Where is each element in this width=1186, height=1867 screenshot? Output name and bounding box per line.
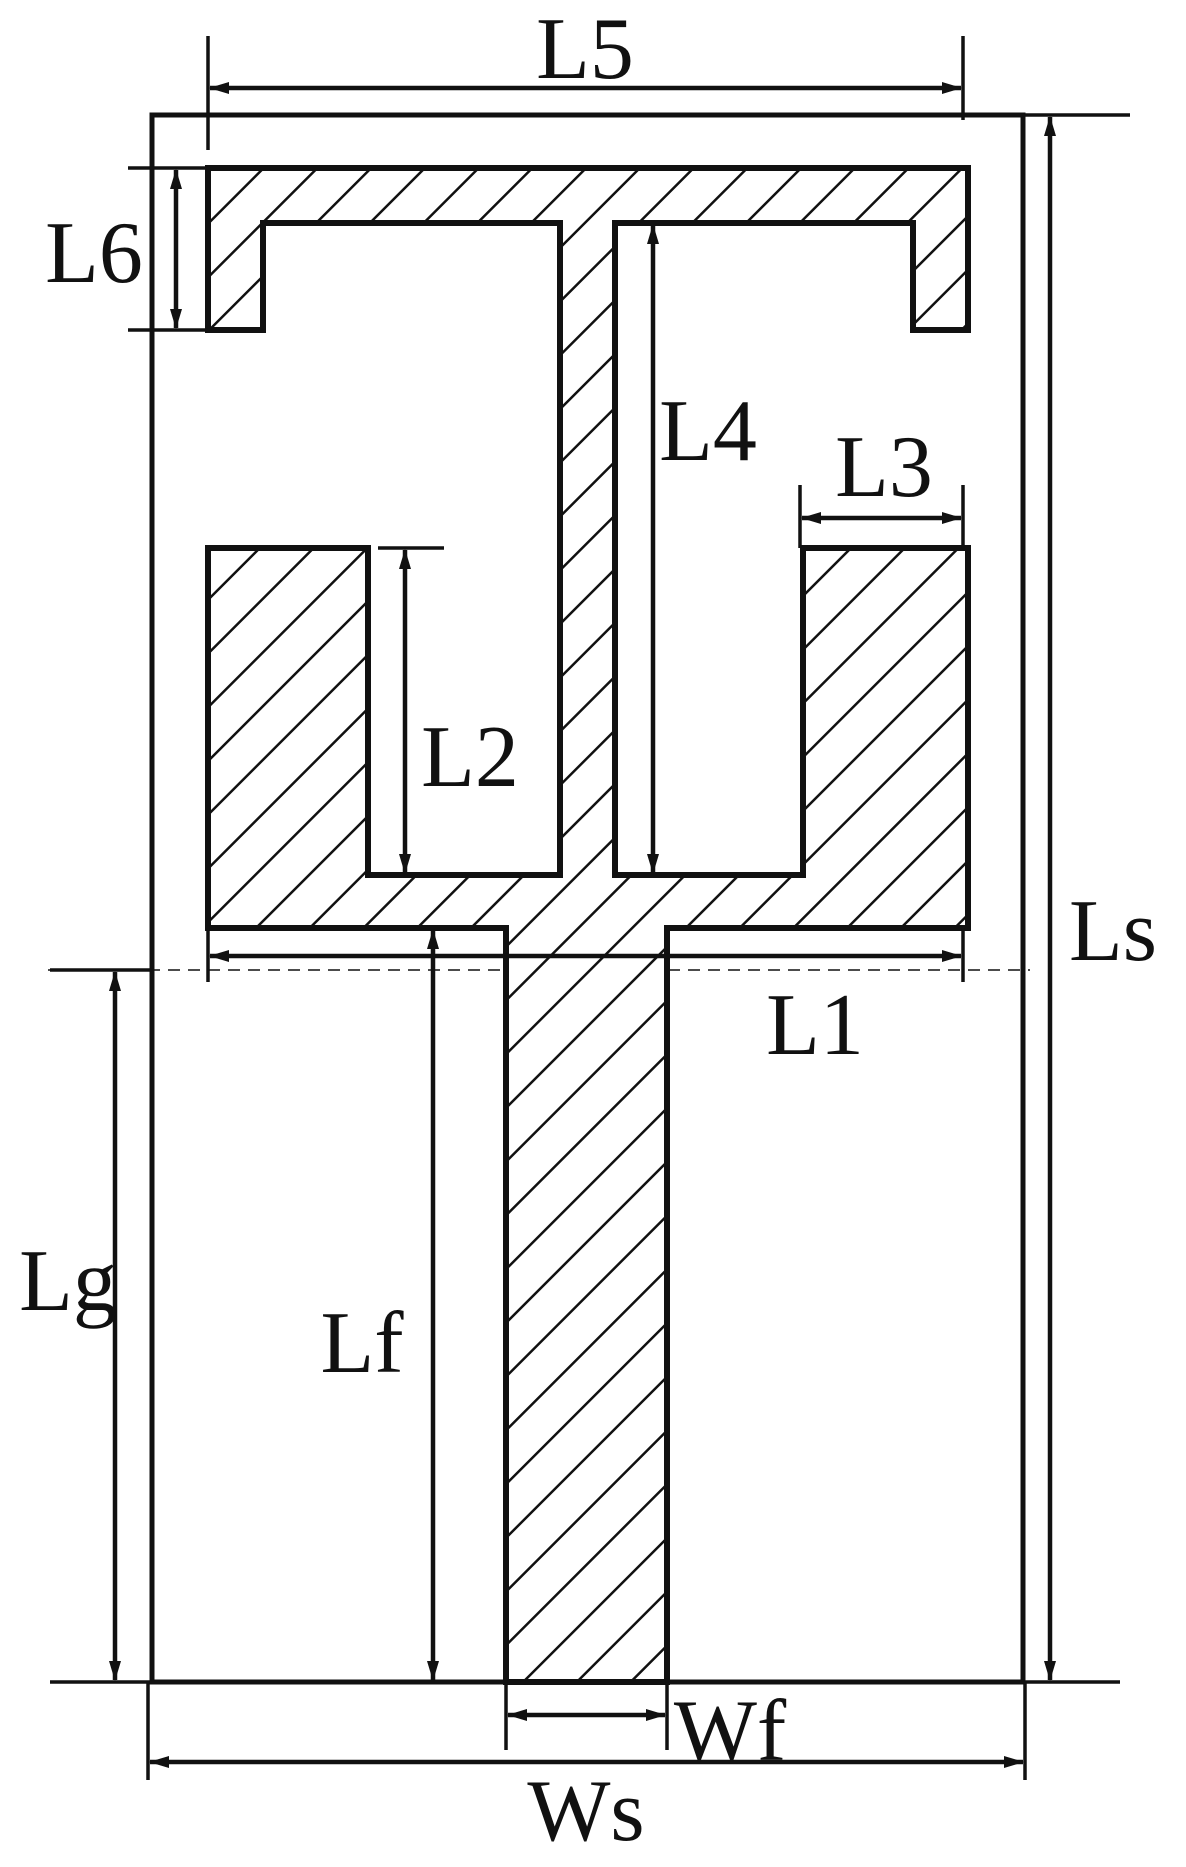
label-Ws: Ws xyxy=(527,1763,644,1860)
dimension-L5 xyxy=(206,36,965,150)
radiating-patch xyxy=(205,165,971,1685)
dimension-L6 xyxy=(128,166,208,332)
label-L5: L5 xyxy=(536,1,634,98)
label-Lf: Lf xyxy=(320,1295,404,1392)
label-Lg: Lg xyxy=(19,1233,117,1330)
label-Wf: Wf xyxy=(674,1683,787,1780)
dimension-L2 xyxy=(378,546,444,874)
label-L1: L1 xyxy=(766,977,864,1074)
label-L3: L3 xyxy=(835,419,933,516)
dimension-L1 xyxy=(206,928,965,982)
dimension-Ws xyxy=(146,1682,1027,1780)
label-L2: L2 xyxy=(421,709,519,806)
dimension-Wf xyxy=(504,1682,669,1750)
dimension-Ls xyxy=(1023,113,1130,1684)
label-Ls: Ls xyxy=(1069,883,1157,980)
dimension-L3 xyxy=(798,485,965,548)
label-L4: L4 xyxy=(659,383,757,480)
dimension-Lg xyxy=(50,968,152,1684)
label-L6: L6 xyxy=(45,205,143,302)
